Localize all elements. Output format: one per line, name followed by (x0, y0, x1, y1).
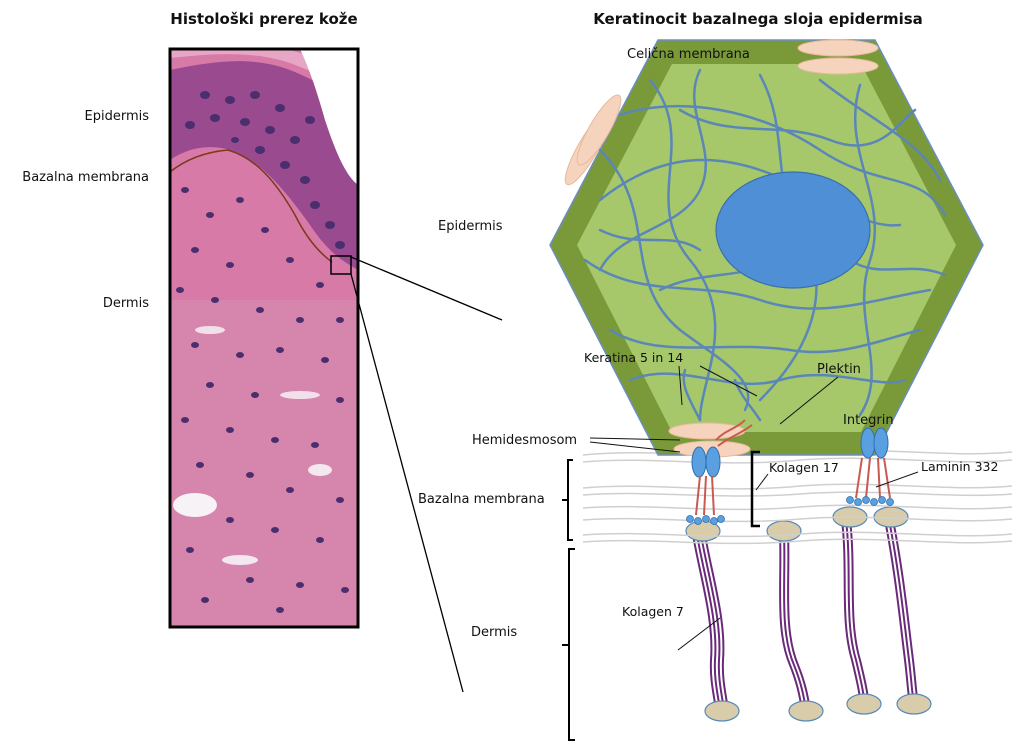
zoom-line-bottom (351, 274, 463, 692)
left-panel-title: Histološki prerez kože (170, 10, 357, 28)
collagen7-fibrils (693, 520, 918, 710)
histology-image (170, 49, 358, 627)
anchoring-plaques (686, 507, 931, 721)
left-label-dermis: Dermis (103, 296, 149, 311)
zoom-line-top (351, 257, 502, 320)
right-panel-title: Keratinocit bazalnega sloja epidermisa (593, 10, 923, 28)
label-basement-membrane: Bazalna membrana (418, 492, 545, 507)
label-plectin: Plektin (817, 362, 861, 377)
dermis-bracket (562, 549, 575, 740)
label-cell-membrane: Celična membrana (627, 47, 750, 62)
nucleus (716, 172, 870, 288)
label-hemidesmosome: Hemidesmosom (472, 433, 577, 448)
label-keratins: Keratina 5 in 14 (584, 350, 683, 365)
label-dermis: Dermis (471, 625, 517, 640)
left-label-basement-membrane: Bazalna membrana (22, 170, 149, 185)
label-laminin: Laminin 332 (921, 459, 998, 474)
label-integrin: Integrin (843, 413, 894, 428)
label-collagen17: Kolagen 17 (769, 460, 839, 475)
left-label-epidermis: Epidermis (85, 109, 150, 124)
keratinocyte-cell (550, 40, 983, 457)
label-epidermis: Epidermis (438, 219, 503, 234)
basement-membrane-bracket (562, 460, 573, 540)
label-collagen7: Kolagen 7 (622, 604, 684, 619)
